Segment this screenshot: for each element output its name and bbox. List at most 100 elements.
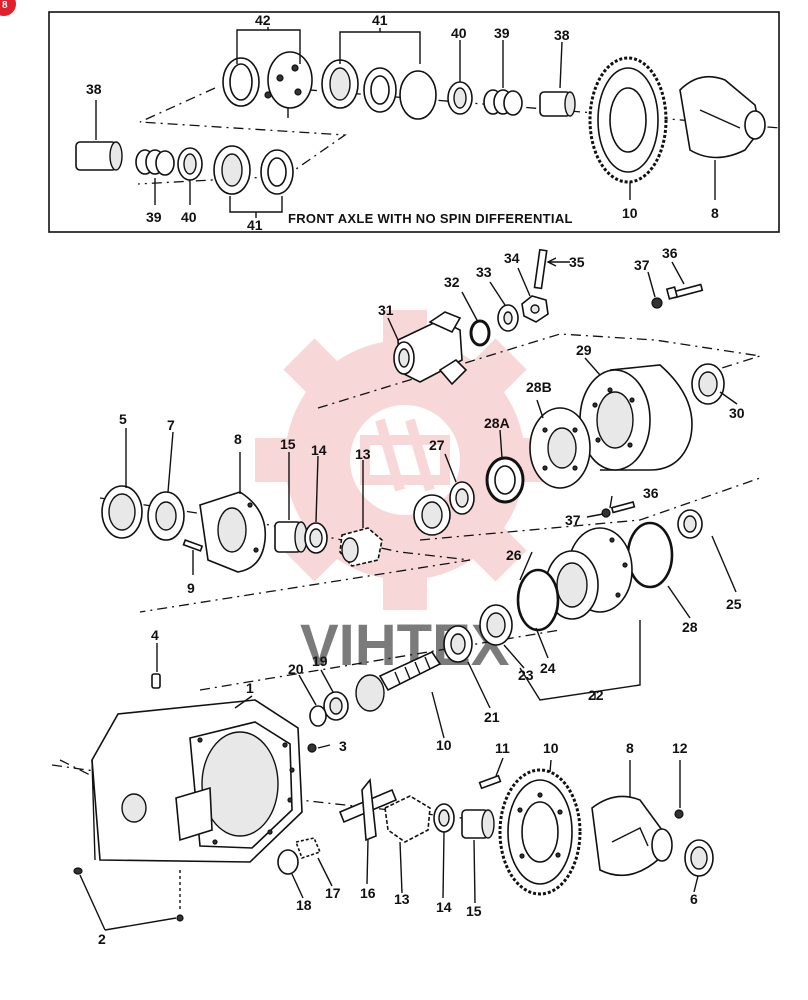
inset-callout-8: 8 <box>711 205 719 221</box>
part-10-ring-gear <box>498 768 582 896</box>
callout-1: 1 <box>246 680 254 696</box>
part-28A-seal <box>485 456 525 504</box>
part-37-washer-mid <box>601 508 611 518</box>
callout-7: 7 <box>167 417 175 433</box>
part-34-nut <box>521 295 549 323</box>
callout-29: 29 <box>576 342 592 358</box>
part-30-seal <box>691 363 725 405</box>
part-32-oring <box>469 319 491 347</box>
callout-2: 2 <box>98 931 106 947</box>
callout-24: 24 <box>540 660 556 676</box>
callout-4: 4 <box>151 627 159 643</box>
corner-badge-label: 8 <box>2 0 8 11</box>
inset-callout-41-lower: 41 <box>247 217 263 233</box>
inset-part-39-upper <box>483 89 523 116</box>
part-13-gear-lower <box>384 795 431 843</box>
inset-callout-39-upper: 39 <box>494 25 510 41</box>
callout-3: 3 <box>339 738 347 754</box>
part-4-vent <box>151 673 161 689</box>
callout-37-mid: 37 <box>565 512 581 528</box>
callout-21: 21 <box>484 709 500 725</box>
callout-16: 16 <box>360 885 376 901</box>
part-17-pinion-gear <box>294 837 322 860</box>
part-1-housing <box>91 699 303 863</box>
callout-9: 9 <box>187 580 195 596</box>
inset-callout-41-upper: 41 <box>372 12 388 28</box>
callout-31: 31 <box>378 302 394 318</box>
inset-diff-case-8 <box>679 75 766 159</box>
part-8-case-lower <box>591 795 673 877</box>
inset-caption: FRONT AXLE WITH NO SPIN DIFFERENTIAL <box>288 211 573 226</box>
part-15-sleeve-lower <box>461 809 495 839</box>
inset-callout-40-upper: 40 <box>451 25 467 41</box>
callout-32: 32 <box>444 274 460 290</box>
inset-callout-10: 10 <box>622 205 638 221</box>
callout-5: 5 <box>119 411 127 427</box>
part-12-fitting <box>674 809 684 819</box>
main-diagram: 35 34 33 32 31 37 36 29 28B 28A 27 30 5 … <box>51 245 761 947</box>
inset-panel: FRONT AXLE WITH NO SPIN DIFFERENTIAL <box>48 11 781 233</box>
callout-27: 27 <box>429 437 445 453</box>
inset-callout-38-upper: 38 <box>554 27 570 43</box>
callout-14-mid: 14 <box>311 442 327 458</box>
callout-33: 33 <box>476 264 492 280</box>
part-6-cup <box>684 839 714 877</box>
inset-part-39-lower <box>135 149 175 176</box>
bearing-cup-upper <box>413 494 451 536</box>
part-36-bolt-mid <box>610 500 636 514</box>
part-24-cup <box>479 604 513 646</box>
callout-36-top: 36 <box>662 245 678 261</box>
callout-37-top: 37 <box>634 257 650 273</box>
callout-13-mid: 13 <box>355 446 371 462</box>
callout-10-mid: 10 <box>436 737 452 753</box>
callout-12: 12 <box>672 740 688 756</box>
callout-35: 35 <box>569 254 585 270</box>
part-15-sleeve <box>274 521 308 553</box>
callout-6: 6 <box>690 891 698 907</box>
inset-part-38-upper <box>539 91 576 117</box>
part-36-bolt-top <box>665 283 704 300</box>
part-19-cup <box>323 691 349 721</box>
corner-badge: 8 <box>0 0 16 16</box>
callout-11: 11 <box>495 740 510 756</box>
callout-28A: 28A <box>484 415 510 431</box>
inset-ring-gear-10 <box>588 56 668 184</box>
part-14-washer <box>304 522 328 554</box>
callout-36-mid: 36 <box>643 485 659 501</box>
callout-8-lower: 8 <box>626 740 634 756</box>
part-7-bearing <box>147 491 185 541</box>
part-9-bolt <box>182 539 204 552</box>
part-13-side-gear <box>339 527 383 567</box>
inset-part-38-lower <box>75 141 123 171</box>
part-10-pinion <box>355 650 442 712</box>
part-2-plugs <box>73 867 184 922</box>
callout-17: 17 <box>325 885 341 901</box>
callout-23: 23 <box>518 667 534 683</box>
callout-28: 28 <box>682 619 698 635</box>
inset-callout-38-lower: 38 <box>86 81 102 97</box>
part-21-bearing <box>443 625 473 663</box>
part-16-spider <box>338 777 398 842</box>
part-29-drum <box>579 364 693 471</box>
part-31-yoke <box>393 311 468 386</box>
part-18-washer <box>277 849 299 875</box>
part-26-oring <box>516 568 560 632</box>
callout-26: 26 <box>506 547 522 563</box>
part-28-oring <box>626 521 674 589</box>
callout-13-lower: 13 <box>394 891 410 907</box>
callout-20: 20 <box>288 661 304 677</box>
inset-part-40-lower <box>177 147 203 181</box>
part-3-plug <box>307 743 317 753</box>
callout-18: 18 <box>296 897 312 913</box>
inset-part-41-lower <box>213 145 294 195</box>
callout-22: 22 <box>588 687 604 703</box>
callout-14-lower: 14 <box>436 899 452 915</box>
inset-callout-42: 42 <box>255 12 271 28</box>
part-5-cup <box>101 485 143 539</box>
inset-part-41-upper <box>321 59 437 120</box>
callout-15-mid: 15 <box>280 436 296 452</box>
inset-part-40-upper <box>447 81 473 115</box>
inset-part-42 <box>222 51 313 118</box>
part-35-bolt <box>533 248 570 290</box>
